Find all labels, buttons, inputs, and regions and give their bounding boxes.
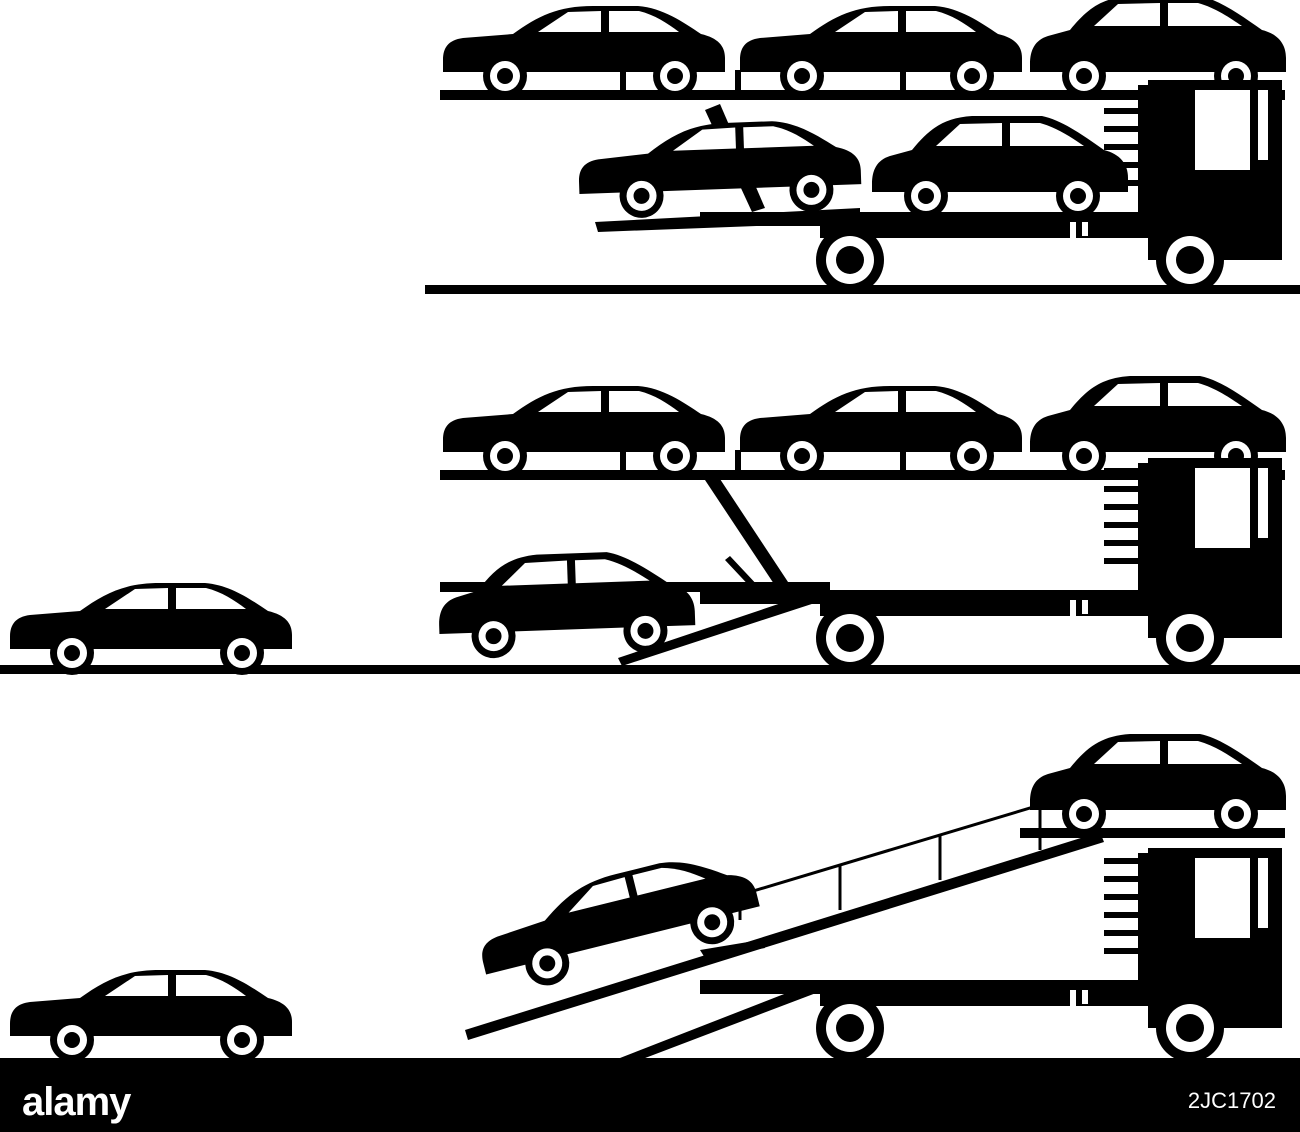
stock-id: 2JC1702 [1187, 1088, 1276, 1113]
car-transporter-illustration [0, 0, 1300, 1066]
car-suv [872, 116, 1128, 218]
car-sedan-on-ground [10, 970, 292, 1062]
car-sedan [443, 6, 725, 98]
ground-line [0, 1058, 1300, 1066]
upper-deck [440, 90, 1285, 100]
car-sedan-on-ground [10, 583, 292, 675]
car-sedan [470, 842, 767, 1000]
ground-line [0, 665, 1300, 674]
upper-deck [440, 470, 1285, 480]
car-sedan [740, 386, 1022, 478]
panel-fully-loaded [425, 0, 1300, 294]
panel-unloading-lower-deck [0, 376, 1300, 675]
car-sedan [443, 386, 725, 478]
truck-cab [700, 458, 1282, 672]
car-sedan [577, 118, 863, 220]
brand-logo: alamy [22, 1080, 131, 1124]
car-suv [1030, 734, 1286, 836]
car-sedan [740, 6, 1022, 98]
watermark-bar: alamy 2JC1702 [0, 1066, 1300, 1132]
panel-unloading-upper-deck [0, 734, 1300, 1066]
car-suv [436, 549, 697, 660]
